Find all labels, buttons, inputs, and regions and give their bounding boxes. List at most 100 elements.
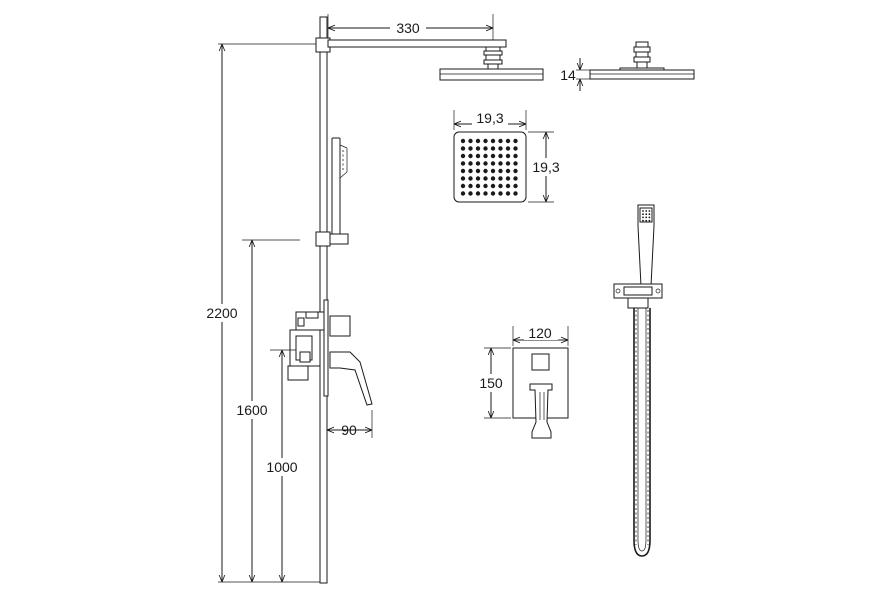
nozzle — [475, 138, 481, 144]
hand-nozzle — [648, 210, 651, 212]
mixer-position-label: 1000 — [266, 459, 297, 475]
nozzle — [483, 153, 488, 159]
nozzle — [475, 168, 481, 174]
nozzle — [505, 191, 511, 196]
nozzle — [460, 191, 466, 196]
nozzle — [490, 153, 496, 159]
mixer-side — [287, 311, 373, 406]
shower-head-side — [439, 68, 544, 81]
nozzle — [468, 183, 473, 189]
side-view — [287, 16, 544, 584]
hand-shower-holder-front — [613, 283, 663, 309]
mixer-depth-label: 90 — [341, 422, 357, 438]
dim-holder-height: 1600 — [230, 239, 300, 582]
nozzle — [468, 168, 473, 174]
nozzle — [483, 183, 488, 189]
hand-shower-front — [637, 204, 655, 287]
nozzle — [468, 153, 473, 159]
nozzle — [513, 146, 518, 151]
nozzle — [490, 146, 496, 151]
nozzle — [460, 176, 466, 181]
nozzle — [483, 138, 488, 144]
hand-shower-side — [331, 137, 348, 239]
mixer-front-view — [512, 347, 569, 439]
nozzle — [483, 146, 488, 151]
nozzle — [460, 168, 466, 174]
head-width-label: 19,3 — [476, 110, 503, 126]
nozzle — [513, 153, 518, 159]
nozzle — [460, 161, 466, 166]
mixer-width-label: 120 — [528, 325, 552, 341]
dim-mixer-width: 120 — [512, 324, 569, 346]
dim-mixer-depth: 90 — [326, 398, 373, 438]
dim-head-height: 19,3 — [528, 131, 564, 203]
nozzle — [505, 153, 511, 159]
hand-nozzle — [648, 219, 651, 222]
hand-shower-nozzles — [642, 210, 651, 222]
nozzle — [513, 176, 518, 181]
nozzle — [490, 138, 496, 144]
hand-nozzle — [642, 219, 644, 222]
nozzle — [460, 146, 466, 151]
shower-nozzles — [460, 138, 518, 196]
dim-mixer-position: 1000 — [260, 349, 304, 582]
slide-holder — [315, 231, 349, 247]
dim-head-thickness: 14 — [560, 58, 590, 91]
nozzle — [483, 161, 488, 166]
nozzle — [498, 146, 503, 151]
mixer-height-label: 150 — [479, 375, 503, 391]
hand-nozzle — [645, 219, 648, 222]
hand-nozzle — [648, 213, 651, 216]
nozzle — [513, 191, 518, 196]
nozzle — [468, 191, 473, 196]
nozzle — [475, 161, 481, 166]
head-height-label: 19,3 — [532, 159, 559, 175]
nozzle — [505, 161, 511, 166]
holder-height-label: 1600 — [236, 402, 267, 418]
nozzle — [505, 168, 511, 174]
nozzle — [513, 168, 518, 174]
dim-mixer-height: 150 — [476, 347, 511, 419]
nozzle — [475, 183, 481, 189]
nozzle — [498, 176, 503, 181]
nozzle — [460, 138, 466, 144]
nozzle — [490, 176, 496, 181]
hand-nozzle — [642, 213, 644, 216]
wall-plate — [323, 299, 329, 397]
arm-length-label: 330 — [396, 20, 420, 36]
nozzle — [513, 161, 518, 166]
nozzle — [460, 183, 466, 189]
nozzle — [490, 168, 496, 174]
nozzle — [505, 176, 511, 181]
dim-head-width: 19,3 — [453, 110, 527, 130]
nozzle — [498, 183, 503, 189]
nozzle — [483, 176, 488, 181]
shower-head-top-view — [453, 131, 527, 203]
nozzle — [498, 153, 503, 159]
swivel-connector — [483, 46, 503, 70]
nozzle — [490, 161, 496, 166]
nozzle — [505, 138, 511, 144]
nozzle — [498, 168, 503, 174]
nozzle — [505, 183, 511, 189]
head-thickness-label: 14 — [560, 67, 576, 83]
hand-nozzle — [645, 213, 648, 216]
shower-head-profile — [589, 41, 695, 80]
hand-nozzle — [642, 210, 644, 212]
nozzle — [468, 146, 473, 151]
total-height-label: 2200 — [206, 305, 237, 321]
hand-nozzle — [648, 216, 651, 219]
shower-arm — [327, 39, 507, 48]
nozzle — [475, 176, 481, 181]
hand-nozzle — [642, 216, 644, 219]
nozzle — [498, 138, 503, 144]
dim-arm-length: 330 — [327, 14, 494, 40]
shower-hose — [633, 308, 651, 557]
nozzle — [468, 138, 473, 144]
nozzle — [468, 161, 473, 166]
hand-nozzle — [645, 210, 648, 212]
nozzle — [483, 191, 488, 196]
nozzle — [475, 146, 481, 151]
nozzle — [475, 191, 481, 196]
